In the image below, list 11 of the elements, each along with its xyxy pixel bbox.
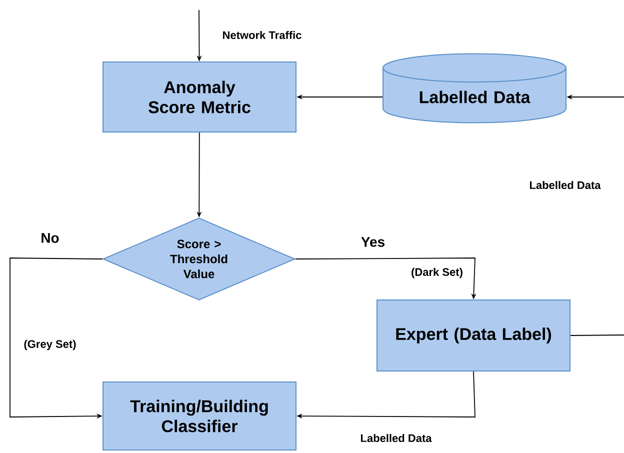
text-label: (Grey Set) <box>24 340 76 350</box>
process-box: Training/Building Classifier <box>102 382 296 450</box>
edge-label: Labelled Data <box>359 432 433 444</box>
process-box: Anomaly Score Metric <box>102 62 296 132</box>
edge-label: Network Traffic <box>221 30 303 40</box>
text-label: Labelled Data <box>530 180 601 190</box>
edge-label: Yes <box>360 236 386 248</box>
database-cylinder: Labelled Data <box>382 53 566 124</box>
process-box: Expert (Data Label) <box>376 300 570 372</box>
edge-label: No <box>40 232 60 244</box>
text-label: (Dark Set) <box>412 268 462 278</box>
